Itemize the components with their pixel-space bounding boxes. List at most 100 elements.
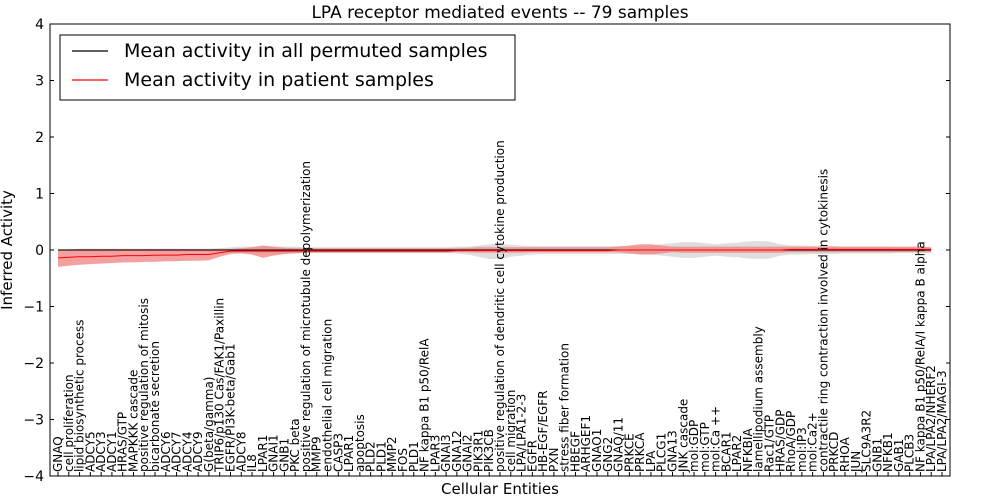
x-tick-label: lamellipodium assembly bbox=[752, 326, 766, 472]
x-tick-label: BCAR1 bbox=[719, 431, 733, 472]
x-tick-label: SLC9A3R2 bbox=[860, 410, 874, 472]
x-tick-label: PLCG1 bbox=[655, 433, 669, 472]
x-tick-label: endothelial cell migration bbox=[321, 319, 335, 472]
x-tick-label: PRKCD bbox=[827, 432, 841, 472]
x-tick-label: PIK3CB bbox=[482, 429, 496, 472]
y-tick-label: −4 bbox=[23, 469, 44, 485]
x-tick-label: ADCY8 bbox=[234, 431, 248, 472]
x-tick-label: GNB1 bbox=[870, 438, 884, 472]
x-tick-label: EGFR/PI3K-beta/Gab1 bbox=[224, 343, 238, 472]
x-tick-label: mol:Ca ++ bbox=[709, 406, 723, 472]
x-tick-label: PLD1 bbox=[407, 441, 421, 472]
x-tick-label: ARHGEF1 bbox=[579, 415, 593, 472]
x-tick-label: cell proliferation bbox=[62, 374, 76, 472]
x-tick-label: CASP3 bbox=[331, 433, 345, 472]
x-tick-label: bicarbonate secretion bbox=[148, 341, 162, 472]
patient-mean-line bbox=[57, 248, 932, 259]
legend-label: Mean activity in all permuted samples bbox=[124, 40, 487, 62]
x-tick-label: IL8 bbox=[245, 454, 259, 472]
x-tick-label: stress fiber formation bbox=[558, 343, 572, 472]
x-tick-label: GNAQ/11 bbox=[612, 417, 626, 472]
x-tick-label: apoptosis bbox=[353, 414, 367, 472]
x-tick-label: cell migration bbox=[504, 390, 518, 472]
x-tick-label: G(beta/gamma) bbox=[202, 377, 216, 472]
x-tick-label: positive regulation of dendritic cell cy… bbox=[493, 140, 507, 472]
x-tick-label: HRAS/GDP bbox=[773, 409, 787, 472]
x-tick-label: FOS bbox=[396, 448, 410, 472]
y-tick-label: 3 bbox=[35, 74, 44, 90]
plot-frame bbox=[49, 23, 951, 477]
x-tick-label: ADCY4 bbox=[180, 431, 194, 472]
x-tick-label: PKC beta bbox=[288, 418, 302, 472]
x-tick-label: Rac1/GTP bbox=[763, 415, 777, 472]
x-tick-label: mol:GTP bbox=[698, 422, 712, 472]
x-tick-label: mol:IP3 bbox=[795, 427, 809, 472]
x-tick-label: positive regulation of microtubule depol… bbox=[299, 161, 313, 472]
x-tick-label: NFKBIA bbox=[741, 428, 755, 473]
x-tick-label: LPAR1 bbox=[256, 435, 270, 472]
x-tick-label: PRKCA bbox=[633, 432, 647, 472]
x-tick-label: ADCY5 bbox=[83, 431, 97, 472]
x-tick-label: HRAS/GTP bbox=[116, 412, 130, 472]
y-tick-label: 2 bbox=[35, 130, 44, 146]
x-tick-label: RHOA bbox=[838, 436, 852, 472]
x-tick-label: LPAR3 bbox=[428, 435, 442, 472]
x-tick-label: mol:Ca2+ bbox=[806, 412, 820, 472]
y-tick-label: −2 bbox=[23, 356, 44, 372]
x-tick-label: LPA/LPA2/NHERF2 bbox=[924, 365, 938, 472]
y-tick-label: 1 bbox=[35, 187, 44, 203]
x-tick-label: MMP9 bbox=[310, 436, 324, 472]
chart-title: LPA receptor mediated events -- 79 sampl… bbox=[311, 3, 688, 23]
x-tick-label: LPA/LPA1-2-3 bbox=[515, 394, 529, 472]
legend-label: Mean activity in patient samples bbox=[124, 69, 434, 91]
x-tick-label: LPAR2 bbox=[730, 435, 744, 472]
x-axis-label: Cellular Entities bbox=[441, 480, 559, 498]
x-tick-label: LPA bbox=[644, 450, 658, 472]
x-tick-label: PLD2 bbox=[364, 441, 378, 472]
x-tick-label: ADCY9 bbox=[191, 431, 205, 472]
x-tick-label: GNAI1 bbox=[267, 434, 281, 472]
x-tick-label: GNAI2 bbox=[461, 434, 475, 472]
x-tick-label: MAPKKK cascade bbox=[127, 370, 141, 472]
y-axis-label: Inferred Activity bbox=[0, 190, 16, 310]
x-tick-label: MMP2 bbox=[385, 436, 399, 472]
x-tick-label: ADCY1 bbox=[105, 431, 119, 472]
x-tick-label: JUN bbox=[849, 451, 863, 473]
legend: Mean activity in all permuted samplesMea… bbox=[59, 34, 516, 101]
x-tick-label: GNB1 bbox=[277, 438, 291, 472]
x-tick-label: NF kappa B1 p50/RelA/I kappa B alpha bbox=[913, 241, 927, 472]
x-tick-label: ADCY3 bbox=[94, 431, 108, 472]
y-tick-label: 0 bbox=[35, 243, 44, 259]
x-tick-label: GNAI3 bbox=[439, 434, 453, 472]
x-tick-label: PLCB3 bbox=[903, 434, 917, 472]
y-tick-label: −3 bbox=[23, 413, 44, 429]
x-tick-label: EGFR bbox=[525, 440, 539, 472]
x-tick-label: JNK cascade bbox=[676, 399, 690, 473]
x-tick-label: PIK3R1 bbox=[471, 430, 485, 472]
x-tick-label: contractile ring contraction involved in… bbox=[816, 169, 830, 472]
x-tick-label: NFKB1 bbox=[881, 432, 895, 472]
x-tick-label: mol:GDP bbox=[687, 420, 701, 472]
x-tick-label: LPAR1 bbox=[342, 435, 356, 472]
x-tick-label: HB-EGF/EGFR bbox=[536, 390, 550, 472]
series-lines bbox=[57, 248, 932, 259]
x-tick-label: NF kappa B1 p50/RelA bbox=[418, 338, 432, 472]
x-tick-label: GAB1 bbox=[892, 439, 906, 472]
y-tick-label: 4 bbox=[35, 17, 44, 33]
x-tick-label: lipid biosynthetic process bbox=[73, 319, 87, 472]
x-tick-label: GNAO1 bbox=[590, 429, 604, 472]
x-tick-label: ADCY6 bbox=[159, 431, 173, 472]
x-tick-label: positive regulation of mitosis bbox=[137, 298, 151, 472]
x-tick-label: GNAQ bbox=[51, 436, 65, 472]
x-tick-label: PLD1 bbox=[374, 441, 388, 472]
x-tick-label: GNA12 bbox=[450, 430, 464, 472]
x-tick-label: GNG2 bbox=[601, 437, 615, 472]
x-tick-label: HBEGF bbox=[569, 431, 583, 472]
x-tick-label: GNA13 bbox=[666, 430, 680, 472]
x-tick-label: ADCY7 bbox=[170, 431, 184, 472]
x-tick-label: PRKCE bbox=[622, 433, 636, 472]
x-tick-label: TRIP6/p130 Cas/FAK1/Paxillin bbox=[213, 298, 227, 473]
x-tick-label: PXN bbox=[547, 448, 561, 472]
